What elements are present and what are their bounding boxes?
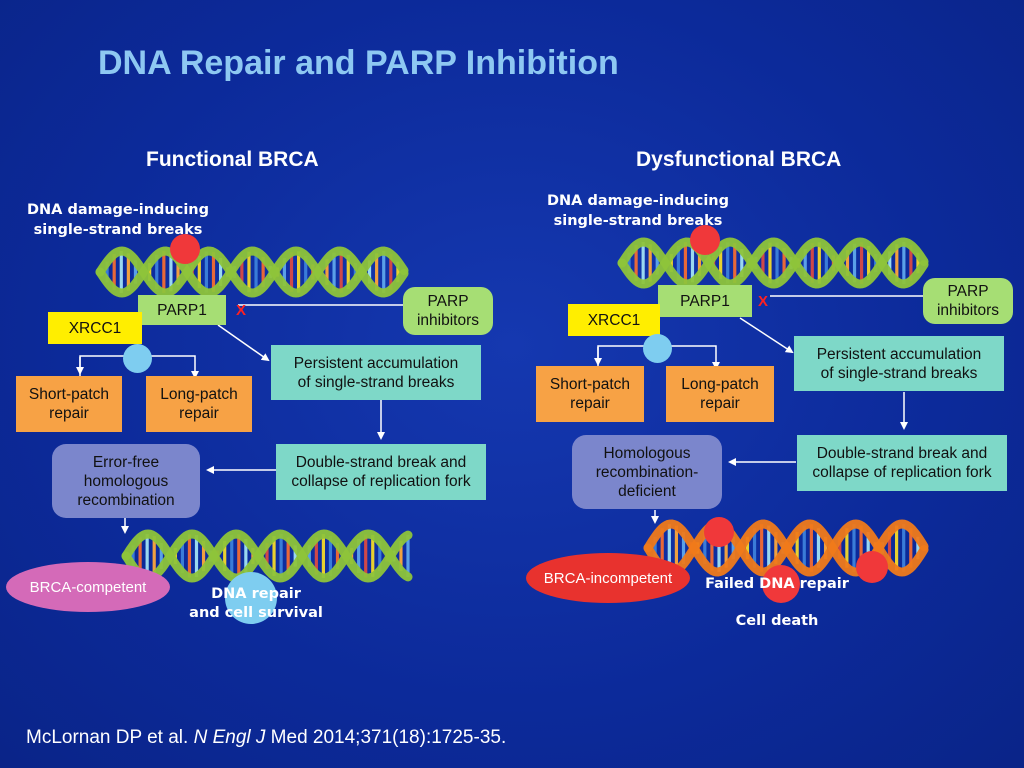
- parp-inhibitors-line2: inhibitors: [936, 302, 1000, 319]
- error-free-hr-box: Error-free homologous recombination: [52, 444, 200, 518]
- page-title: DNA Repair and PARP Inhibition: [98, 44, 619, 82]
- hr-line1: Homologous: [603, 444, 691, 462]
- brca-incompetent-oval: BRCA-incompetent: [526, 553, 690, 603]
- xrcc1-binding-dot-left: [123, 344, 152, 373]
- dna-strand: [95, 246, 409, 298]
- dsb-line2: collapse of replication fork: [291, 473, 471, 490]
- damage-site-dot: [762, 565, 800, 603]
- hr-line2: homologous: [83, 472, 169, 490]
- short-patch-line2: repair: [49, 405, 89, 422]
- short-patch-line1: Short-patch: [549, 376, 631, 393]
- dna-strand: [643, 519, 929, 577]
- inhibition-x-right: X: [758, 293, 769, 310]
- persistent-line1: Persistent accumulation: [293, 354, 459, 372]
- dsb-line2: collapse of replication fork: [812, 464, 992, 481]
- panel-heading-dysfunctional: Dysfunctional BRCA: [636, 148, 842, 171]
- hr-line3: deficient: [618, 482, 676, 500]
- dna-strand: [617, 237, 929, 289]
- long-patch-line1: Long-patch: [160, 386, 238, 403]
- citation-authors: McLornan DP et al.: [26, 727, 189, 748]
- dna-helix-top-left: [95, 246, 409, 298]
- damage-label-line1: DNA damage-inducing: [27, 202, 209, 218]
- panel-heading-functional: Functional BRCA: [146, 148, 319, 171]
- connector-parp1-persistent-right: [739, 317, 794, 354]
- brca-competent-oval: BRCA-competent: [6, 562, 170, 612]
- short-patch-line1: Short-patch: [28, 386, 110, 403]
- parp-inhibitors-box-left: PARP inhibitors: [403, 287, 493, 335]
- long-patch-box-right: Long-patch repair: [666, 366, 774, 422]
- dna-helix-bottom-left: [121, 529, 413, 583]
- outcome-cell-death: Cell death: [735, 613, 819, 629]
- dsb-line1: Double-strand break and: [816, 445, 988, 462]
- persistent-line2: of single-strand breaks: [297, 373, 455, 391]
- parp-inhibitors-box-right: PARP inhibitors: [923, 278, 1013, 324]
- outcome-failed-repair: Failed DNA repair: [705, 576, 849, 592]
- damage-label-line1: DNA damage-inducing: [547, 193, 729, 209]
- citation-journal: N Engl J: [193, 727, 266, 748]
- damage-label-line2: single-strand breaks: [33, 222, 203, 238]
- long-patch-box-left: Long-patch repair: [146, 376, 252, 432]
- persistent-line1: Persistent accumulation: [816, 345, 982, 363]
- parp-inhibitors-line1: PARP: [947, 283, 989, 300]
- hr-line1: Error-free: [92, 453, 160, 471]
- hr-line2: recombination-: [595, 463, 699, 481]
- dna-strand: [121, 529, 413, 583]
- damage-site-dot: [704, 517, 734, 547]
- dna-strand: [617, 237, 929, 289]
- long-patch-line2: repair: [179, 405, 219, 422]
- short-patch-box-right: Short-patch repair: [536, 366, 644, 422]
- dna-helix-top-right: [617, 237, 929, 289]
- damage-label-right: DNA damage-inducing single-strand breaks: [538, 191, 738, 231]
- damage-site-dot: [690, 225, 720, 255]
- parp-inhibitors-line2: inhibitors: [416, 312, 480, 329]
- dsb-box-left: Double-strand break and collapse of repl…: [276, 444, 486, 500]
- parp1-box-right: PARP1: [658, 285, 752, 317]
- xrcc1-box-left: XRCC1: [48, 312, 142, 344]
- damage-label-line2: single-strand breaks: [553, 213, 723, 229]
- long-patch-line2: repair: [700, 395, 740, 412]
- citation: McLornan DP et al. N Engl J Med 2014;371…: [26, 727, 506, 749]
- persistent-line2: of single-strand breaks: [820, 364, 978, 382]
- hr-line3: recombination: [77, 491, 175, 509]
- dna-helix-bottom-right: [643, 519, 929, 577]
- xrcc1-binding-dot-right: [643, 334, 672, 363]
- damage-site-dot: [170, 234, 200, 264]
- short-patch-box-left: Short-patch repair: [16, 376, 122, 432]
- hr-deficient-box: Homologous recombination- deficient: [572, 435, 722, 509]
- parp-inhibitors-line1: PARP: [427, 293, 469, 310]
- damage-label-left: DNA damage-inducing single-strand breaks: [18, 200, 218, 240]
- connector-parp1-persistent-left: [217, 324, 270, 362]
- dsb-line1: Double-strand break and: [295, 454, 467, 471]
- dna-strand: [121, 529, 413, 583]
- xrcc1-box-right: XRCC1: [568, 304, 660, 336]
- dsb-box-right: Double-strand break and collapse of repl…: [797, 435, 1007, 491]
- outcome-line2: and cell survival: [189, 605, 323, 621]
- outcome-line1: DNA repair: [211, 586, 301, 602]
- dna-strand: [95, 246, 409, 298]
- damage-site-dot: [856, 551, 888, 583]
- long-patch-line1: Long-patch: [681, 376, 759, 393]
- inhibition-x-left: X: [236, 302, 247, 319]
- parp1-box-left: PARP1: [138, 295, 226, 325]
- short-patch-line2: repair: [570, 395, 610, 412]
- outcome-survival: DNA repair and cell survival: [176, 585, 336, 623]
- persistent-ssb-box-right: Persistent accumulation of single-strand…: [794, 336, 1004, 391]
- repaired-site-dot: [225, 572, 277, 624]
- persistent-ssb-box-left: Persistent accumulation of single-strand…: [271, 345, 481, 400]
- citation-details: Med 2014;371(18):1725-35.: [270, 727, 507, 748]
